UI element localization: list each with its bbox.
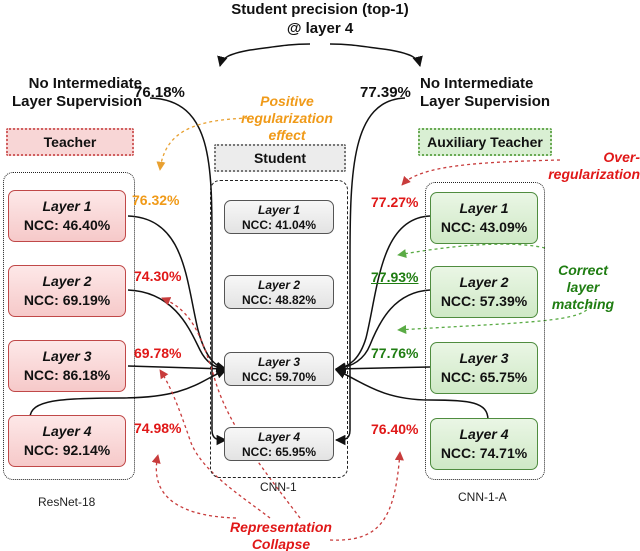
teacher-l3-arrow: [127, 363, 228, 374]
teacher-group: [3, 172, 135, 480]
teacher-caption: ResNet-18: [38, 495, 96, 509]
aux-l2-arrow: [334, 289, 431, 374]
teacher-l2-arrow: [127, 289, 228, 374]
aux-l1-student-acc: 77.27%: [371, 194, 419, 210]
teacher-l1-student-acc: 76.32%: [132, 192, 180, 208]
aux-l3-student-acc: 77.76%: [371, 345, 419, 361]
left-no-supervision-precision: 76.18%: [134, 84, 185, 101]
teacher-l3-student-acc: 69.78%: [134, 345, 182, 361]
diagram-title: Student precision (top-1) @ layer 4: [170, 0, 470, 38]
collapse-arrow-aux: [329, 451, 404, 541]
left-direct-arrow: [149, 97, 228, 446]
teacher-l4-student-acc: 74.98%: [134, 420, 182, 436]
over-reg-arrow: [401, 159, 561, 186]
student-group: [210, 180, 348, 478]
teacher-l1-arrow: [127, 215, 228, 373]
right-direct-arrow: [334, 97, 406, 446]
correct-match-note: Correct layer matching: [551, 262, 615, 312]
collapse-arrow-l2: [161, 297, 301, 519]
aux-l3-arrow: [334, 363, 431, 375]
over-reg-note: Over- regularization: [548, 149, 640, 182]
aux-l2-student-acc: 77.93%: [371, 269, 419, 285]
title-split-arrow-left: [217, 43, 311, 68]
aux-l4-student-acc: 76.40%: [371, 421, 419, 437]
title-split-arrow-right: [329, 43, 423, 68]
auxiliary-caption: CNN-1-A: [458, 490, 507, 504]
left-no-supervision-label: No Intermediate Layer Supervision: [11, 75, 142, 110]
positive-reg-arrow: [156, 117, 249, 171]
correct-match-arrow-bottom: [397, 304, 591, 335]
title-line-1: Student precision (top-1): [231, 1, 409, 18]
teacher-l2-student-acc: 74.30%: [134, 268, 182, 284]
right-no-supervision-precision: 77.39%: [360, 84, 411, 101]
auxiliary-header: Auxiliary Teacher: [418, 128, 552, 156]
aux-l1-arrow: [334, 215, 431, 373]
positive-reg-note: Positive regularization effect: [241, 93, 333, 143]
collapse-note: Representation Collapse: [230, 519, 332, 551]
auxiliary-group: [425, 182, 545, 480]
right-no-supervision-label: No Intermediate Layer Supervision: [420, 75, 551, 110]
collapse-arrow-l4: [151, 454, 237, 519]
aux-l4-arrow: [335, 368, 489, 421]
title-line-2: @ layer 4: [286, 20, 354, 37]
teacher-header: Teacher: [6, 128, 134, 156]
student-header: Student: [214, 144, 346, 172]
collapse-arrow-l3: [159, 369, 271, 519]
teacher-l4-arrow: [29, 368, 227, 419]
student-caption: CNN-1: [260, 480, 297, 494]
correct-match-arrow-top: [397, 243, 546, 259]
